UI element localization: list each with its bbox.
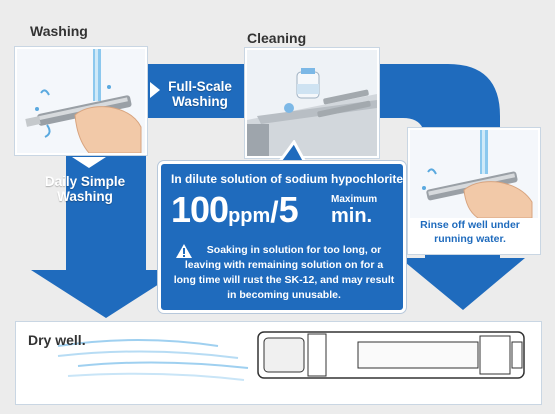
dry-panel: Dry well.: [16, 322, 541, 404]
washing-illustration: [17, 49, 145, 153]
full-scale-washing-label: Full-Scale Washing: [158, 79, 242, 109]
daily-line-1: Daily Simple: [44, 174, 126, 189]
cleaning-panel: [245, 48, 379, 158]
washing-title: Washing: [30, 23, 88, 39]
callout-pointer: [276, 140, 308, 164]
rinse-instruction: Rinse off well under running water.: [410, 218, 530, 246]
time-qualifier: Maximum: [331, 194, 378, 205]
warning-icon: [176, 244, 192, 258]
rinse-line-2: running water.: [434, 233, 506, 245]
rinse-panel: [408, 128, 540, 254]
concentration-time-spec: 100ppm/5 Maximum min.: [171, 189, 401, 233]
time-unit: min.: [331, 205, 373, 227]
washing-chevron: [72, 157, 106, 168]
dry-illustration: [57, 331, 525, 381]
callout-heading: In dilute solution of sodium hypochlorit…: [171, 172, 403, 186]
rinse-illustration: [410, 130, 538, 219]
daily-line-2: Washing: [57, 189, 113, 204]
full-scale-line-2: Washing: [172, 94, 228, 109]
concentration-value: 100: [171, 189, 229, 230]
washing-panel: [15, 47, 147, 155]
full-scale-arrow: [144, 64, 244, 118]
cleaning-illustration: [247, 50, 377, 156]
rinse-line-1: Rinse off well under: [420, 219, 520, 231]
sodium-hypochlorite-callout: In dilute solution of sodium hypochlorit…: [158, 161, 406, 313]
rust-warning: Soaking in solution for too long, or lea…: [173, 244, 395, 301]
concentration-unit: ppm: [228, 205, 271, 227]
full-scale-line-1: Full-Scale: [168, 79, 232, 94]
spec-separator: /: [270, 196, 279, 229]
daily-simple-washing-label: Daily Simple Washing: [22, 174, 148, 204]
daily-washing-arrow: [31, 150, 181, 318]
cleaning-title: Cleaning: [247, 30, 307, 46]
dry-well-label: Dry well.: [28, 332, 86, 348]
full-scale-chevron: [150, 82, 160, 98]
time-value: 5: [278, 189, 299, 230]
